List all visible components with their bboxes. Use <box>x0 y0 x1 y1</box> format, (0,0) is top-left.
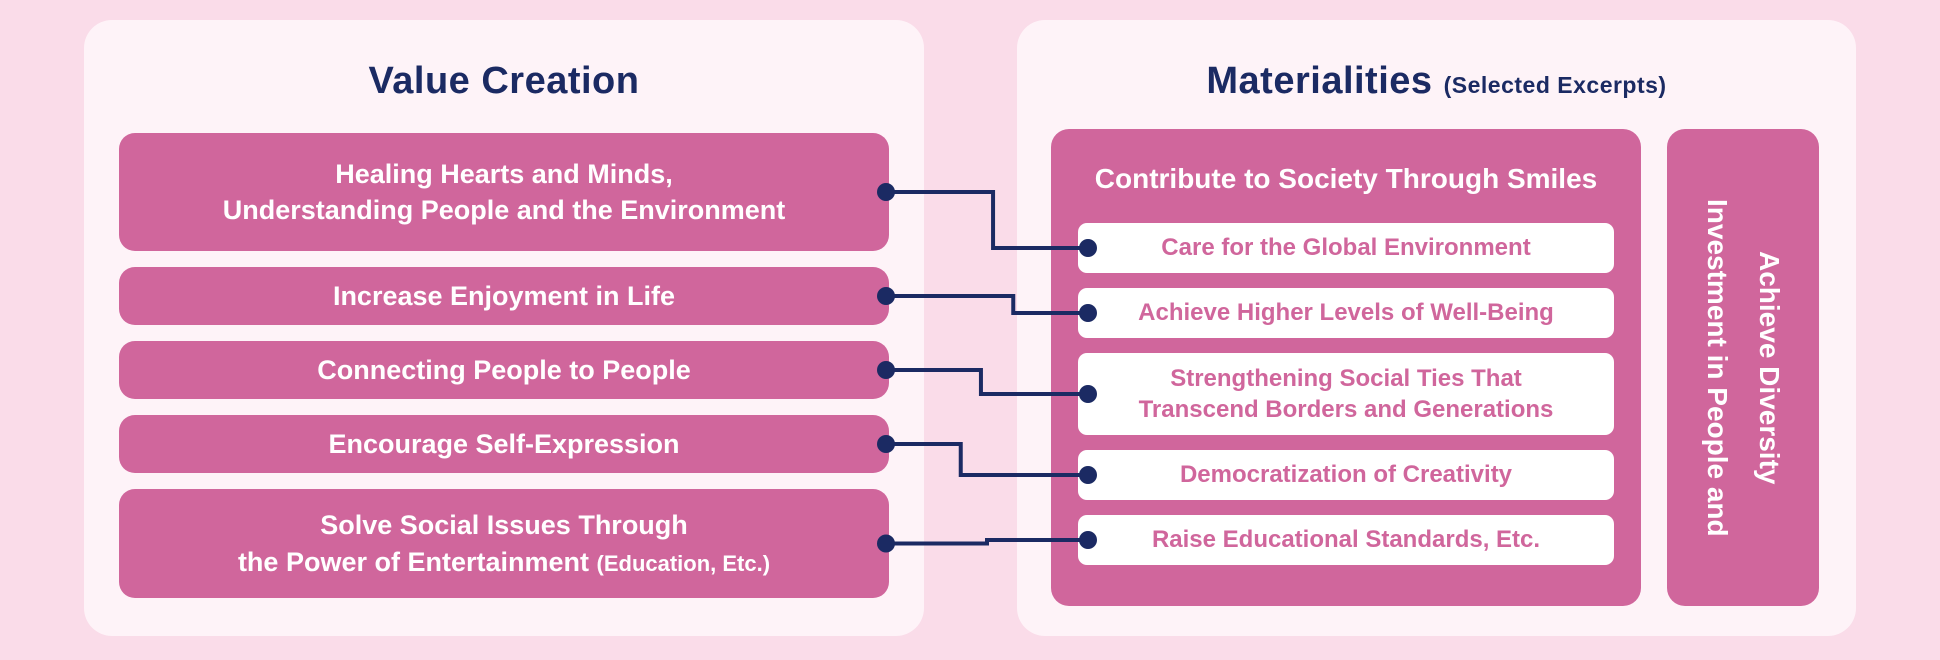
item-line: Encourage Self-Expression <box>328 428 680 459</box>
item-line: Solve Social Issues Through <box>320 510 688 541</box>
item-line: Understanding People and the Environment <box>222 195 786 225</box>
materiality-item-creativity: Democratization of Creativity <box>1078 450 1614 500</box>
item-line: Increase Enjoyment in Life <box>332 280 676 311</box>
value-creation-item-social-issues: Solve Social Issues Through the Power of… <box>119 489 889 598</box>
item-line-note: (Education, Etc.) <box>596 550 771 576</box>
value-creation-item-enjoyment: Increase Enjoyment in Life <box>119 267 889 325</box>
materialities-list: Care for the Global Environment Achieve … <box>1078 223 1614 565</box>
materialities-group-title: Contribute to Society Through Smiles <box>1094 163 1598 194</box>
materialities-title: Materialities (Selected Excerpts) <box>1017 60 1856 103</box>
item-line: Care for the Global Environment <box>1161 234 1531 262</box>
materialities-subtitle: (Selected Excerpts) <box>1443 72 1667 98</box>
item-line: Connecting People to People <box>317 354 691 385</box>
item-line-main: the Power of Entertainment <box>237 546 589 577</box>
value-creation-item-self-expression: Encourage Self-Expression <box>119 415 889 473</box>
materialities-title-text: Materialities <box>1206 60 1433 102</box>
item-line: Achieve Higher Levels of Well-Being <box>1138 299 1554 327</box>
investment-text: Investment in People and Achieve Diversi… <box>1691 199 1795 537</box>
materiality-item-education: Raise Educational Standards, Etc. <box>1078 515 1614 565</box>
investment-line: Achieve Diversity <box>1753 250 1785 485</box>
value-creation-item-connecting: Connecting People to People <box>119 341 889 399</box>
item-line: the Power of Entertainment (Education, E… <box>238 544 770 580</box>
item-line: Transcend Borders and Generations <box>1138 396 1554 423</box>
value-creation-list: Healing Hearts and Minds, Understanding … <box>119 133 889 598</box>
materiality-item-social-ties: Strengthening Social Ties That Transcend… <box>1078 353 1614 435</box>
value-creation-item-healing: Healing Hearts and Minds, Understanding … <box>119 133 889 251</box>
value-creation-title: Value Creation <box>368 60 640 102</box>
materialities-content: Contribute to Society Through Smiles Car… <box>1051 129 1822 606</box>
item-line: Strengthening Social Ties That <box>1170 364 1522 392</box>
item-line: Democratization of Creativity <box>1179 461 1513 489</box>
materialities-group: Contribute to Society Through Smiles Car… <box>1051 129 1641 606</box>
item-line: Healing Hearts and Minds, <box>335 158 673 189</box>
materiality-item-environment: Care for the Global Environment <box>1078 223 1614 273</box>
item-line: Raise Educational Standards, Etc. <box>1151 526 1541 554</box>
materiality-item-well-being: Achieve Higher Levels of Well-Being <box>1078 288 1614 338</box>
value-creation-panel: Value Creation Healing Hearts and Minds,… <box>84 20 924 636</box>
investment-bar: Investment in People and Achieve Diversi… <box>1667 129 1819 606</box>
investment-line: Investment in People and <box>1702 198 1733 537</box>
materialities-panel: Materialities (Selected Excerpts) Contri… <box>1017 20 1856 636</box>
